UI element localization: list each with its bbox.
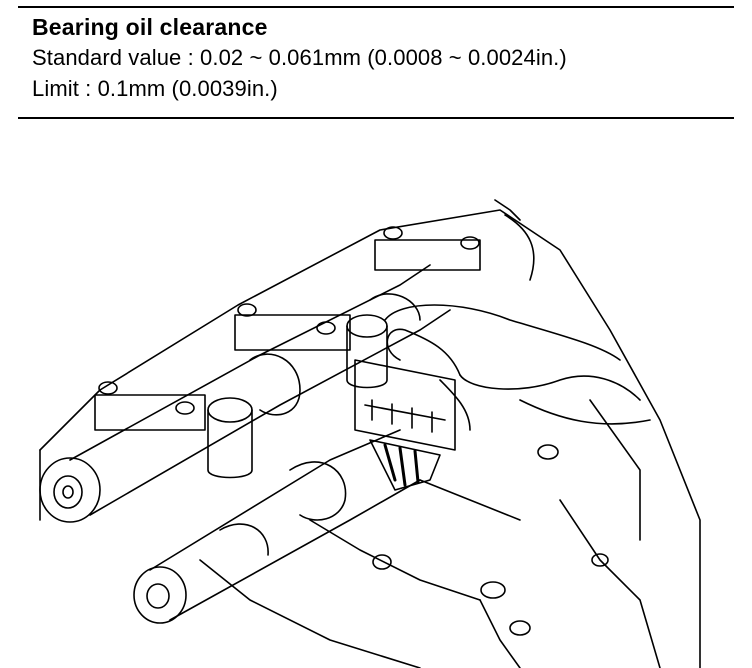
rear-camshaft: [39, 264, 451, 523]
limit-label: Limit: [32, 76, 79, 101]
limit-line: Limit : 0.1mm (0.0039in.): [32, 76, 278, 101]
standard-value: 0.02 ~ 0.061mm (0.0008 ~ 0.0024in.): [200, 45, 567, 70]
hand: [384, 304, 651, 431]
standard-label: Standard value: [32, 45, 182, 70]
standard-value-line: Standard value : 0.02 ~ 0.061mm (0.0008 …: [32, 45, 567, 70]
cylinder-head-outline: [39, 209, 701, 668]
bearing-caps: [94, 239, 481, 479]
top-rule: [18, 6, 734, 8]
plastigage-scale: [354, 359, 456, 491]
limit-value: 0.1mm (0.0039in.): [97, 76, 278, 101]
front-camshaft: [133, 429, 421, 624]
spec-title: Bearing oil clearance: [32, 14, 268, 40]
spec-block: Bearing oil clearance Standard value : 0…: [32, 12, 732, 104]
head-details: [372, 199, 641, 636]
cap-bolts: [98, 226, 480, 415]
bottom-rule: [18, 117, 734, 119]
camshaft-drawing: [39, 199, 701, 668]
camshaft-illustration: [0, 120, 752, 668]
